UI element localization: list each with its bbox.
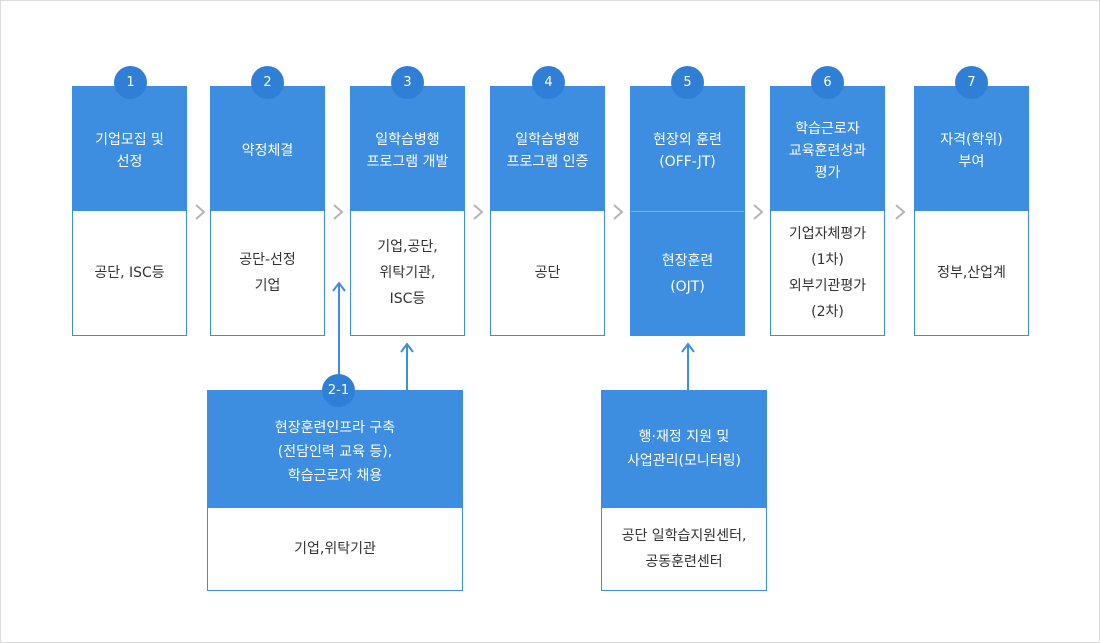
sub-2-1-body: 기업,위탁기관 bbox=[294, 541, 376, 557]
step-4-title: 일학습병행 프로그램 인증 bbox=[490, 86, 605, 211]
step-5-title: 현장외 훈련 (OFF-JT) bbox=[630, 86, 745, 211]
chevron-right-icon bbox=[613, 204, 624, 220]
step-6-title: 학습근로자 교육훈련성과 평가 bbox=[770, 86, 885, 211]
step-6-card: 학습근로자 교육훈련성과 평가 기업자체평가 (1차) 외부기관평가 (2차) bbox=[770, 86, 885, 336]
step-3-body: 기업,공단, 위탁기관, ISC등 bbox=[377, 239, 438, 307]
arrow-up-icon bbox=[400, 342, 414, 353]
chevron-right-icon bbox=[195, 204, 206, 220]
arrow-up-icon bbox=[681, 342, 695, 353]
chevron-right-icon bbox=[473, 204, 484, 220]
step-1-card: 기업모집 및 선정 공단, ISC등 bbox=[72, 86, 187, 336]
chevron-right-icon bbox=[895, 204, 906, 220]
step-2-badge: 2 bbox=[251, 66, 284, 99]
step-6-body: 기업자체평가 (1차) 외부기관평가 (2차) bbox=[788, 226, 867, 320]
step-4-card: 일학습병행 프로그램 인증 공단 bbox=[490, 86, 605, 336]
step-1-body: 공단, ISC등 bbox=[94, 265, 165, 281]
step-1-title: 기업모집 및 선정 bbox=[72, 86, 187, 211]
sub-box-2-1: 현장훈련인프라 구축 (전담인력 교육 등), 학습근로자 채용 기업,위탁기관 bbox=[207, 390, 463, 591]
step-1-badge: 1 bbox=[114, 66, 147, 99]
step-7-body: 정부,산업계 bbox=[937, 265, 1006, 281]
chevron-right-icon bbox=[753, 204, 764, 220]
step-7-badge: 7 bbox=[955, 66, 988, 99]
sub-2-1-badge: 2-1 bbox=[322, 374, 355, 407]
step-5-card: 현장외 훈련 (OFF-JT) 현장훈련 (OJT) bbox=[630, 86, 745, 336]
sub-2-1-title: 현장훈련인프라 구축 (전담인력 교육 등), 학습근로자 채용 bbox=[207, 390, 463, 508]
step-5-body: 현장훈련 (OJT) bbox=[631, 211, 744, 336]
sub-support-body: 공단 일학습지원센터, 공동훈련센터 bbox=[621, 528, 747, 570]
step-3-card: 일학습병행 프로그램 개발 기업,공단, 위탁기관, ISC등 bbox=[350, 86, 465, 336]
step-3-badge: 3 bbox=[391, 66, 424, 99]
step-5-badge: 5 bbox=[671, 66, 704, 99]
step-7-title: 자격(학위) 부여 bbox=[914, 86, 1029, 211]
chevron-right-icon bbox=[333, 204, 344, 220]
step-2-body: 공단-선정 기업 bbox=[239, 252, 296, 294]
step-3-title: 일학습병행 프로그램 개발 bbox=[350, 86, 465, 211]
step-2-title: 약정체결 bbox=[210, 86, 325, 211]
step-2-card: 약정체결 공단-선정 기업 bbox=[210, 86, 325, 336]
step-6-badge: 6 bbox=[811, 66, 844, 99]
step-7-card: 자격(학위) 부여 정부,산업계 bbox=[914, 86, 1029, 336]
step-4-body: 공단 bbox=[534, 265, 561, 281]
arrow-up-icon bbox=[332, 281, 346, 292]
sub-box-support: 행·재정 지원 및 사업관리(모니터링) 공단 일학습지원센터, 공동훈련센터 bbox=[601, 390, 767, 591]
sub-support-title: 행·재정 지원 및 사업관리(모니터링) bbox=[601, 390, 767, 508]
step-4-badge: 4 bbox=[532, 66, 565, 99]
